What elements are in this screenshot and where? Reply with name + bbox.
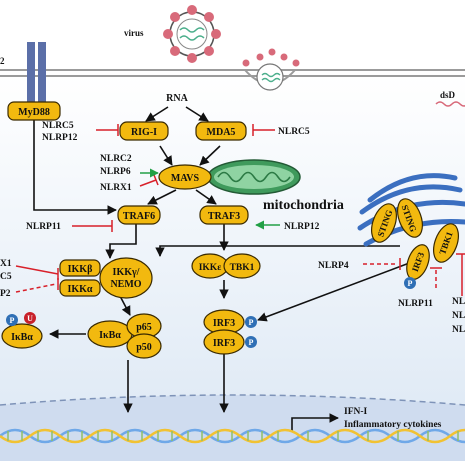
ubiquitin-badge-icon bbox=[24, 312, 36, 324]
virus-entry bbox=[242, 48, 300, 91]
mitochondria-label: mitochondria bbox=[263, 198, 344, 213]
traf6-node: TRAF6 bbox=[117, 205, 161, 225]
nl-1-label: NL bbox=[452, 297, 465, 307]
regulator-labels: NLRC5 NLRP12 NLRC5 NLRC2 NLRP6 NLRX1 NLR… bbox=[0, 121, 465, 335]
dashed-inhibition-lines bbox=[15, 278, 59, 293]
mda5-label: MDA5 bbox=[207, 127, 236, 138]
left-edge-label: 2 bbox=[0, 56, 5, 66]
mavs-label: MAVS bbox=[171, 173, 200, 184]
traf3-node: TRAF3 bbox=[199, 205, 249, 225]
p65-label: p65 bbox=[136, 322, 152, 333]
virus-particle bbox=[163, 5, 221, 63]
ikk-complex: IKKβ IKKα IKKγ/ NEMO bbox=[59, 257, 153, 299]
irf3-p-label-1: P bbox=[249, 318, 254, 327]
nlrc5-left-label: NLRC5 bbox=[42, 121, 74, 131]
extracellular-space bbox=[0, 0, 465, 70]
rna-label: RNA bbox=[166, 93, 188, 104]
nlrc5-right-label: NLRC5 bbox=[278, 127, 310, 137]
ikba-left-label: IκBα bbox=[11, 332, 33, 343]
nuclear-envelope bbox=[0, 394, 465, 406]
sting-complex: STING STING IRF3 TBK1 P bbox=[371, 198, 459, 289]
irf3-top-label: IRF3 bbox=[213, 318, 235, 329]
nlrp6-label: NLRP6 bbox=[100, 167, 131, 177]
ikke-tbk1-complex: IKKε TBK1 bbox=[191, 253, 261, 279]
nlrp12-left-label: NLRP12 bbox=[42, 133, 78, 143]
mitochondrion bbox=[207, 159, 301, 195]
nlrc2-label: NLRC2 bbox=[100, 154, 132, 164]
nl-3-label: NL bbox=[452, 325, 465, 335]
sting-phospho-icon bbox=[404, 277, 416, 289]
nlrx1-mavs-label: NLRX1 bbox=[100, 183, 132, 193]
myd88-label: MyD88 bbox=[18, 107, 50, 118]
ikba-cluster-label: IκBα bbox=[99, 330, 121, 341]
nlrp11-traf6-label: NLRP11 bbox=[26, 222, 61, 232]
phospho-badge-icon bbox=[6, 314, 18, 326]
myd88-node: MyD88 bbox=[7, 101, 61, 121]
green-activation-arrows bbox=[140, 168, 280, 230]
mda5-node: MDA5 bbox=[195, 121, 247, 141]
irf3-p-label-2: P bbox=[249, 338, 254, 347]
mavs-node: MAVS bbox=[158, 164, 212, 190]
irf3-phospho-icon bbox=[245, 316, 257, 328]
p50-label: p50 bbox=[136, 342, 152, 353]
virus-label: virus bbox=[124, 28, 144, 38]
dna-helix bbox=[0, 428, 465, 444]
u-badge-label: U bbox=[27, 314, 33, 323]
ikke-label: IKKε bbox=[199, 263, 222, 273]
activation-arrows bbox=[33, 106, 413, 432]
cytokines-label: Inflammatory cytokines bbox=[344, 420, 442, 430]
nucleus-region bbox=[0, 395, 465, 461]
irf3-bottom-label: IRF3 bbox=[213, 338, 235, 349]
nlrp12-traf3-label: NLRP12 bbox=[284, 222, 320, 232]
nemo-label: NEMO bbox=[110, 279, 141, 290]
irf3-phospho-icon bbox=[245, 336, 257, 348]
nlrc5-ikk-label: C5 bbox=[0, 272, 12, 282]
rig1-label: RIG-I bbox=[131, 127, 157, 138]
traf6-label: TRAF6 bbox=[123, 211, 155, 222]
tbk1-label: TBK1 bbox=[230, 263, 255, 273]
nlrp11-sting-label: NLRP11 bbox=[398, 299, 433, 309]
ikba-degraded: IκBα P U bbox=[1, 312, 43, 349]
nl-2-label: NL bbox=[452, 311, 465, 321]
ifn-label: IFN-I bbox=[344, 407, 368, 417]
ikkb-label: IKKβ bbox=[68, 264, 93, 275]
nlrp12-ikk-label: P2 bbox=[0, 289, 11, 299]
p-badge-label: P bbox=[10, 316, 15, 325]
inhibition-lines bbox=[15, 124, 465, 296]
ikkg-label: IKKγ/ bbox=[113, 267, 140, 278]
nlrp4-label: NLRP4 bbox=[318, 261, 349, 271]
irf3-dimer: IRF3 IRF3 P P bbox=[203, 309, 257, 355]
dsdna-label: dsD bbox=[440, 90, 456, 100]
ikka-label: IKKα bbox=[67, 284, 92, 295]
traf3-label: TRAF3 bbox=[208, 211, 240, 222]
rig1-node: RIG-I bbox=[119, 121, 169, 141]
nfkb-complex: IκBα p65 p50 bbox=[87, 313, 162, 359]
nlrx1-ikk-label: X1 bbox=[0, 259, 12, 269]
sting-p-label: P bbox=[408, 279, 413, 288]
tlr-receptor bbox=[27, 42, 46, 102]
plasma-membrane bbox=[0, 69, 465, 77]
dsdna-strand bbox=[435, 101, 465, 107]
